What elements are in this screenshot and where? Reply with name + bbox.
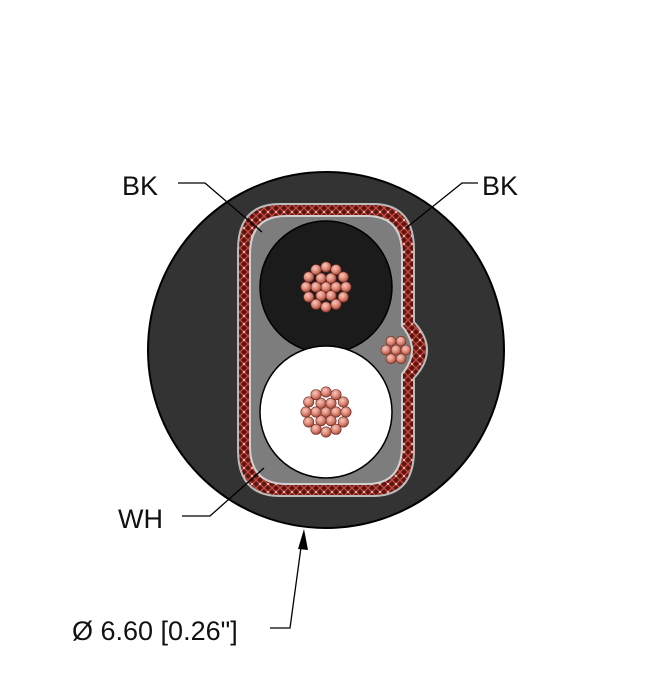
conductor-strand (303, 291, 315, 303)
conductor-strand (310, 389, 322, 401)
conductor-strand (380, 344, 392, 356)
conductor-strand (340, 281, 352, 293)
conductor-strand (395, 353, 407, 365)
diameter-arrowhead (298, 529, 308, 550)
conductor-strand (337, 396, 349, 408)
label-diameter: Ø 6.60 [0.26"] (72, 616, 238, 646)
leader-top-right (405, 182, 478, 229)
conductor-strand (300, 406, 312, 418)
leader-bottom-left (182, 467, 265, 517)
conductor-strand (303, 416, 315, 428)
conductor-strand (337, 271, 349, 283)
conductor-strand (320, 386, 332, 398)
conductor-strand (400, 344, 412, 356)
drain-wire (380, 335, 412, 365)
label-wh: WH (118, 504, 163, 534)
conductor-strand (320, 426, 332, 438)
conductor-strand (337, 291, 349, 303)
conductor-strand (310, 423, 322, 435)
conductor-strand (303, 396, 315, 408)
conductor-strand (310, 298, 322, 310)
conductor-strand (337, 416, 349, 428)
conductor-strand (390, 344, 402, 356)
conductor-strand (325, 397, 337, 409)
conductor-strand (315, 290, 327, 302)
conductor-strand (385, 353, 397, 365)
label-bk-left: BK (122, 171, 158, 201)
conductor-strand (325, 272, 337, 284)
conductor-strand (330, 264, 342, 276)
conductor-strand (315, 415, 327, 427)
conductor-strand (340, 406, 352, 418)
label-bk-right: BK (482, 171, 518, 201)
conductor-strand (330, 389, 342, 401)
white-core-strands (300, 386, 352, 438)
conductor-strand (320, 261, 332, 273)
conductor-strand (300, 281, 312, 293)
leader-diameter (270, 539, 303, 629)
leader-top-left (178, 182, 263, 233)
conductor-strand (385, 335, 397, 347)
conductor-strand (320, 301, 332, 313)
conductor-strand (310, 264, 322, 276)
conductor-strand (330, 423, 342, 435)
conductor-strand (303, 271, 315, 283)
conductor-strand (330, 298, 342, 310)
conductor-strand (395, 335, 407, 347)
black-core-strands (300, 261, 352, 313)
